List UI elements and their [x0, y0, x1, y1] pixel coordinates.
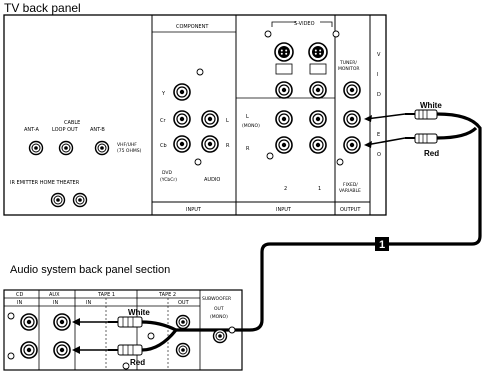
monitor-label: MONITOR [338, 66, 360, 72]
output-r-jack [343, 136, 361, 154]
dvd-ycbcr-label: (YCbCr) [160, 177, 177, 183]
component-cr-jack [173, 110, 191, 128]
cd-in-r-jack [20, 341, 38, 359]
tape2-out-l-jack [175, 314, 191, 330]
audio-l-jack [201, 110, 219, 128]
step-badge [375, 237, 389, 251]
input-2-label: 2 [284, 186, 287, 192]
audio-r-1-jack [309, 136, 327, 154]
audio-l-1-jack [309, 110, 327, 128]
video-letter-d: D [377, 92, 381, 98]
tuner-label: TUNER/ [339, 60, 357, 66]
audio-label: AUDIO [204, 177, 220, 183]
red-top-label: Red [424, 149, 439, 158]
tv-back-panel-title: TV back panel [4, 1, 81, 15]
aux-in-label: IN [53, 300, 58, 306]
video-letter-i: I [377, 72, 378, 78]
tape2-label: TAPE 2 [158, 292, 176, 298]
tape2-out-r-jack [175, 342, 191, 358]
svideo-2-jack [274, 42, 294, 62]
r-label: R [226, 143, 230, 149]
component-label: COMPONENT [176, 24, 209, 30]
audio-panel-title: Audio system back panel section [10, 264, 171, 276]
l-mono-label: L [246, 114, 249, 120]
svideo-label: S-VIDEO [294, 21, 315, 27]
loop-out-label: LOOP OUT [52, 127, 79, 133]
input-mid-label: INPUT [276, 207, 292, 213]
aux-in-r-jack [53, 341, 71, 359]
cb-label: Cb [160, 143, 167, 149]
white-bottom-label: White [128, 308, 150, 317]
component-y-jack [173, 83, 191, 101]
ir-emitter-jack-1 [50, 192, 66, 208]
step-number: 1 [379, 239, 385, 251]
aux-label: AUX [49, 292, 60, 298]
red-bottom-label: Red [130, 358, 145, 367]
subwoofer-mono-label: (MONO) [210, 314, 228, 320]
subwoofer-out-label: OUT [214, 306, 224, 312]
variable-label: VARIABLE [339, 188, 361, 194]
tv-red-plug [405, 133, 438, 144]
output-l-jack [343, 110, 361, 128]
fixed-label: FIXED/ [343, 182, 358, 188]
cd-in-l-jack [20, 313, 38, 331]
video-2-jack [275, 81, 293, 99]
loop-out-jack [58, 140, 74, 156]
mono-label: (MONO) [242, 123, 260, 129]
audio-r-jack [201, 135, 219, 153]
tv-panel-frame [3, 14, 387, 216]
tape1-in-label: IN [86, 300, 91, 306]
tape2-out-label: OUT [178, 300, 190, 306]
tuner-monitor-jack [343, 81, 361, 99]
ant-b-label: ANT-B [90, 127, 105, 133]
audio-r-2-jack [275, 136, 293, 154]
cable-label: CABLE [64, 120, 80, 126]
dvd-label: DVD [162, 170, 172, 176]
cd-in-label: IN [17, 300, 22, 306]
video-letter-o: O [377, 152, 381, 158]
component-cb-jack [173, 135, 191, 153]
ant-b-jack [94, 140, 110, 156]
output-label: OUTPUT [340, 207, 361, 213]
ohms-label: (75 OHMS) [117, 148, 142, 154]
cable-path [176, 112, 482, 332]
video-letter-v: V [377, 52, 381, 58]
ant-a-label: ANT-A [24, 127, 39, 133]
ir-emitter-jack-2 [72, 192, 88, 208]
audio-red-plug [108, 344, 143, 356]
subwoofer-out-jack [212, 328, 228, 344]
input-left-label: INPUT [186, 207, 202, 213]
tape1-label: TAPE 1 [97, 292, 115, 298]
component-screw [196, 68, 204, 76]
l-label: L [226, 118, 229, 124]
y-label: Y [161, 91, 166, 97]
audio-white-plug [108, 316, 143, 328]
video-letter-e: E [377, 132, 380, 138]
r-mid-label: R [246, 146, 250, 152]
audio-l-2-jack [275, 110, 293, 128]
ant-a-jack [28, 140, 44, 156]
vhf-label: VHF/UHF [117, 142, 137, 148]
white-top-label: White [420, 101, 442, 110]
subwoofer-label: SUBWOOFER [202, 296, 231, 302]
video-1-jack [309, 81, 327, 99]
cd-label: CD [16, 292, 23, 298]
aux-in-l-jack [53, 313, 71, 331]
audio-panel-frame [3, 289, 243, 371]
svideo-1-jack [308, 42, 328, 62]
cr-label: Cr [160, 118, 166, 124]
tv-white-plug [405, 109, 438, 120]
input-1-label: 1 [318, 186, 321, 192]
ir-emitter-label: IR EMITTER HOME THEATER [10, 180, 80, 186]
